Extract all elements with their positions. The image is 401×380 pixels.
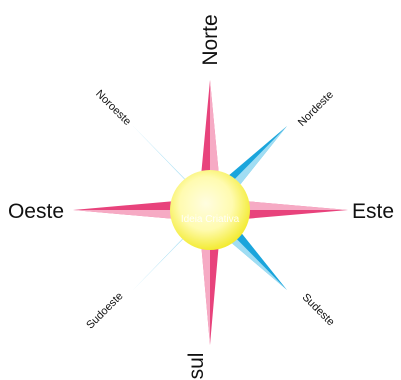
center-sun	[170, 170, 250, 250]
label-southeast: Sudeste	[300, 291, 337, 328]
label-northwest: Noroeste	[93, 88, 133, 128]
label-west: Oeste	[8, 200, 64, 223]
label-northeast: Nordeste	[296, 89, 336, 129]
label-north: Norte	[199, 14, 222, 65]
label-south: sul	[185, 353, 208, 380]
center-watermark: Ideia Criativa	[181, 214, 240, 225]
label-east: Este	[352, 200, 394, 223]
label-southwest: Sudoeste	[84, 290, 125, 331]
